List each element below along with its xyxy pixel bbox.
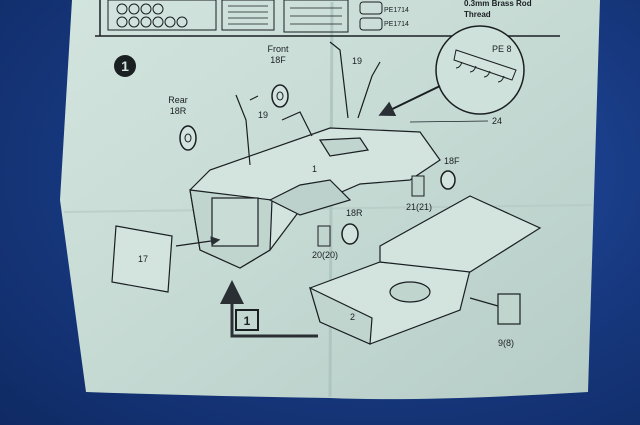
part-9-label: 9(8) — [498, 338, 514, 348]
wheel-18f-right — [440, 170, 456, 190]
upper-hull-drawing — [189, 127, 441, 269]
part-code-2: PE1714 — [384, 21, 409, 28]
part-24-label: 24 — [492, 116, 502, 126]
sub-step-number: 1 — [244, 314, 251, 328]
part-18r-mid-label: 18R — [346, 208, 363, 218]
pe8-label: PE 8 — [492, 44, 512, 54]
pe8-detail-circle: PE 8 — [435, 25, 525, 115]
lower-hull-drawing — [309, 195, 542, 345]
thread-note-line1: 0.3mm Brass Rod — [464, 0, 532, 8]
part-1-label: 1 — [312, 164, 317, 174]
antenna-parts — [235, 41, 381, 166]
wheel-18r-mid — [341, 223, 359, 245]
rear-door-17: 17 — [111, 225, 173, 293]
rear-label: Rear — [168, 95, 188, 105]
part-18f-right-label: 18F — [444, 156, 460, 166]
front-wheel-callout: Front 18F — [267, 44, 289, 108]
front-part-number: 18F — [270, 55, 286, 65]
thread-note-line2: Thread — [464, 10, 491, 19]
part-code-1: PE1714 — [384, 7, 409, 14]
assembly-arrow — [220, 280, 318, 338]
part-17-label: 17 — [138, 254, 148, 264]
rear-wheel-callout: Rear 18R — [168, 95, 197, 151]
part-19-left: 19 — [258, 110, 268, 120]
front-label: Front — [267, 44, 289, 54]
step-number: 1 — [121, 58, 129, 74]
step-number-badge: 1 — [114, 55, 136, 77]
part-21-drawing — [411, 175, 425, 197]
rear-wheel-icon — [179, 125, 197, 151]
header-wheel-icons — [116, 3, 188, 28]
part-20-drawing — [317, 225, 331, 247]
front-wheel-icon — [271, 84, 289, 108]
rear-part-number: 18R — [170, 106, 187, 116]
part-20-label: 20(20) — [312, 250, 338, 260]
part-21-label: 21(21) — [406, 202, 432, 212]
part-9-drawing — [497, 293, 521, 325]
sub-step-indicator: 1 — [235, 309, 259, 331]
part-2-label: 2 — [350, 312, 355, 322]
part-19-top: 19 — [352, 56, 362, 66]
